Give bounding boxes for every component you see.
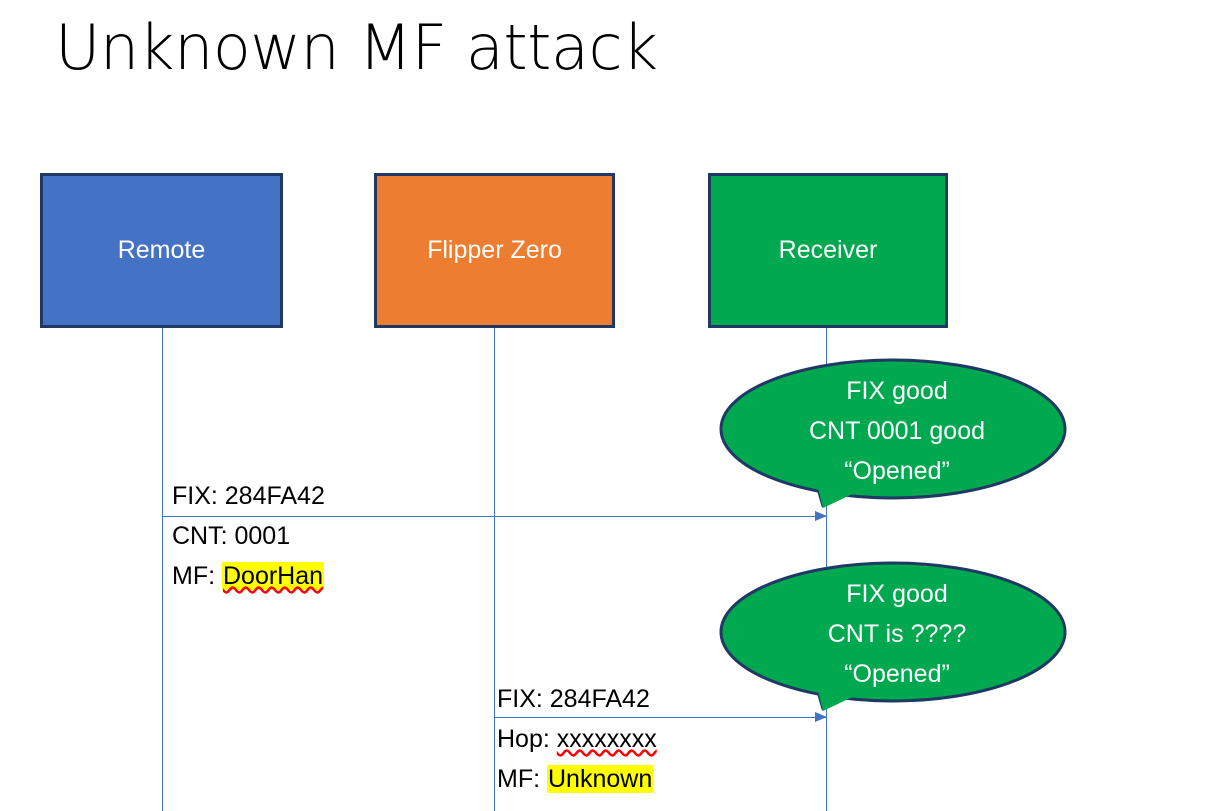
message-arrow-flipper-to-receiver <box>494 712 827 722</box>
message-1-mf-line: MF: DoorHan <box>172 556 325 596</box>
callout-receiver-unknown[interactable]: FIX good CNT is ???? “Opened” <box>718 561 1076 721</box>
message-1-cnt: CNT: 0001 <box>172 522 291 550</box>
message-2-mf-line: MF: Unknown <box>497 759 657 799</box>
message-1-mf-prefix: MF: <box>172 562 222 590</box>
message-2-mf-value: Unknown <box>547 765 654 793</box>
lifeline-remote <box>162 328 163 811</box>
message-label-below-2: Hop: xxxxxxxx MF: Unknown <box>497 719 657 799</box>
message-2-mf-prefix: MF: <box>497 765 547 793</box>
message-label-above-1: FIX: 284FA42 <box>172 476 325 516</box>
callout-receiver-good[interactable]: FIX good CNT 0001 good “Opened” <box>718 358 1076 518</box>
actor-label-remote: Remote <box>117 236 206 264</box>
callout-shape-2 <box>719 561 1067 711</box>
message-2-hop-line: Hop: xxxxxxxx <box>497 719 657 759</box>
lifeline-flipper-zero <box>494 328 495 811</box>
actor-box-remote[interactable]: Remote <box>40 173 283 328</box>
actor-box-flipper-zero[interactable]: Flipper Zero <box>374 173 615 328</box>
message-1-fix: FIX: 284FA42 <box>172 482 325 510</box>
message-1-mf-value: DoorHan <box>222 562 325 590</box>
message-2-hop-value: xxxxxxxx <box>556 725 657 753</box>
message-1-cnt-line: CNT: 0001 <box>172 516 324 556</box>
message-label-above-2: FIX: 284FA42 <box>497 679 650 719</box>
arrowhead-icon <box>815 712 827 722</box>
message-2-fix: FIX: 284FA42 <box>497 685 650 713</box>
actor-label-receiver: Receiver <box>778 236 878 264</box>
page-title: Unknown MF attack <box>55 11 658 84</box>
message-2-hop-prefix: Hop: <box>497 725 557 753</box>
callout-shape-1 <box>719 358 1067 508</box>
actor-box-receiver[interactable]: Receiver <box>708 173 948 328</box>
actor-label-flipper-zero: Flipper Zero <box>427 236 562 264</box>
arrowhead-icon <box>815 511 827 521</box>
message-arrow-remote-to-receiver <box>162 511 827 521</box>
message-label-below-1: CNT: 0001 MF: DoorHan <box>172 516 325 596</box>
